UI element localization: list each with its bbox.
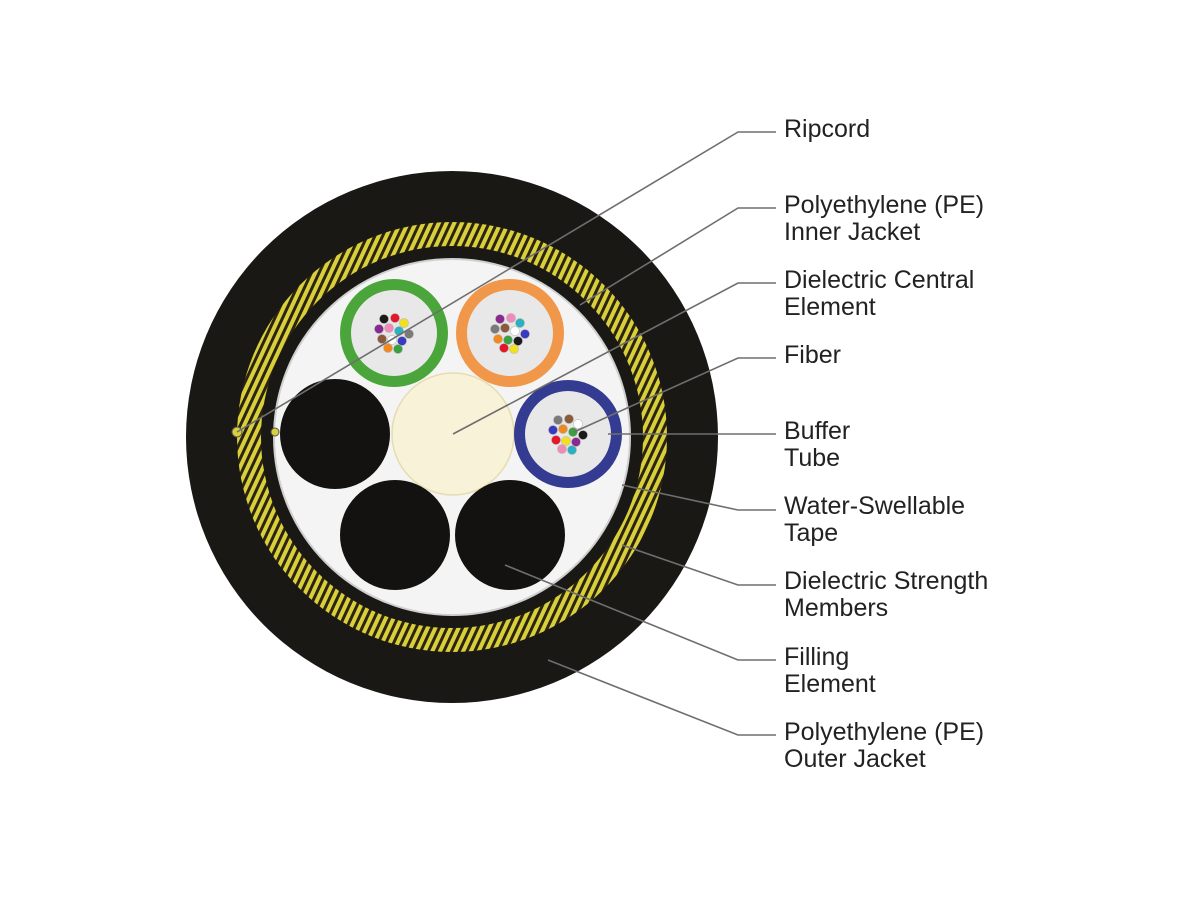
fiber-strand: [573, 419, 583, 429]
label-fiber: Fiber: [784, 341, 841, 369]
fiber-strand: [567, 445, 577, 455]
label-outer-jacket: Polyethylene (PE) Outer Jacket: [784, 718, 985, 773]
leader-line-central-element: [452, 282, 776, 435]
fiber-strand: [384, 323, 394, 333]
fiber-strand: [506, 313, 516, 323]
fiber-strand: [561, 436, 571, 446]
label-water-tape: Water-Swellable Tape: [784, 492, 966, 547]
fiber-strand: [578, 430, 588, 440]
fiber-strand: [551, 435, 561, 445]
buffer-tube-blue: [514, 380, 622, 488]
fiber-strand: [558, 424, 568, 434]
leader-line-inner-jacket: [579, 207, 776, 306]
fiber-strand: [548, 425, 558, 435]
fiber-strand: [515, 318, 525, 328]
fiber-strand: [520, 329, 530, 339]
fiber-strand: [553, 415, 563, 425]
fiber-strand: [571, 437, 581, 447]
label-inner-jacket: Polyethylene (PE) Inner Jacket: [784, 191, 985, 246]
label-buffer-tube: Buffer Tube: [784, 417, 851, 472]
leader-line-water-tape: [621, 484, 776, 511]
filling-element-shape: [455, 480, 565, 590]
fiber-strand: [499, 343, 509, 353]
fiber-strand: [383, 343, 393, 353]
fiber-strand: [513, 336, 523, 346]
filling-element-shape: [280, 379, 390, 489]
fiber-strand: [490, 324, 500, 334]
leader-line-fiber: [573, 357, 776, 433]
fiber-strand: [564, 414, 574, 424]
buffer-tube-green: [340, 279, 448, 387]
buffer-tube-orange: [456, 279, 564, 387]
fiber-strand: [500, 323, 510, 333]
leader-line-outer-jacket: [547, 659, 776, 736]
fiber-strand: [393, 344, 403, 354]
fiber-strand: [503, 335, 513, 345]
leader-line-strength-members: [621, 544, 776, 586]
fiber-strand: [509, 344, 519, 354]
fiber-strand: [568, 427, 578, 437]
filling-element-shape: [340, 480, 450, 590]
fiber-strand: [557, 444, 567, 454]
fiber-strand: [399, 318, 409, 328]
ripcord-shape: [270, 427, 280, 437]
label-strength-members: Dielectric Strength Members: [784, 567, 989, 622]
label-ripcord: Ripcord: [784, 115, 871, 143]
fiber-strand: [510, 326, 520, 336]
fiber-strand: [495, 314, 505, 324]
fiber-strand: [390, 313, 400, 323]
fiber-strand: [377, 334, 387, 344]
fiber-strand: [493, 334, 503, 344]
fiber-strand: [374, 324, 384, 334]
leader-line-filling-element: [504, 564, 776, 661]
label-filling-element: Filling Element: [784, 643, 876, 698]
leader-line-ripcord: [236, 131, 776, 433]
fiber-strand: [397, 336, 407, 346]
fiber-strand: [379, 314, 389, 324]
label-central-element: Dielectric Central Element: [784, 266, 975, 321]
